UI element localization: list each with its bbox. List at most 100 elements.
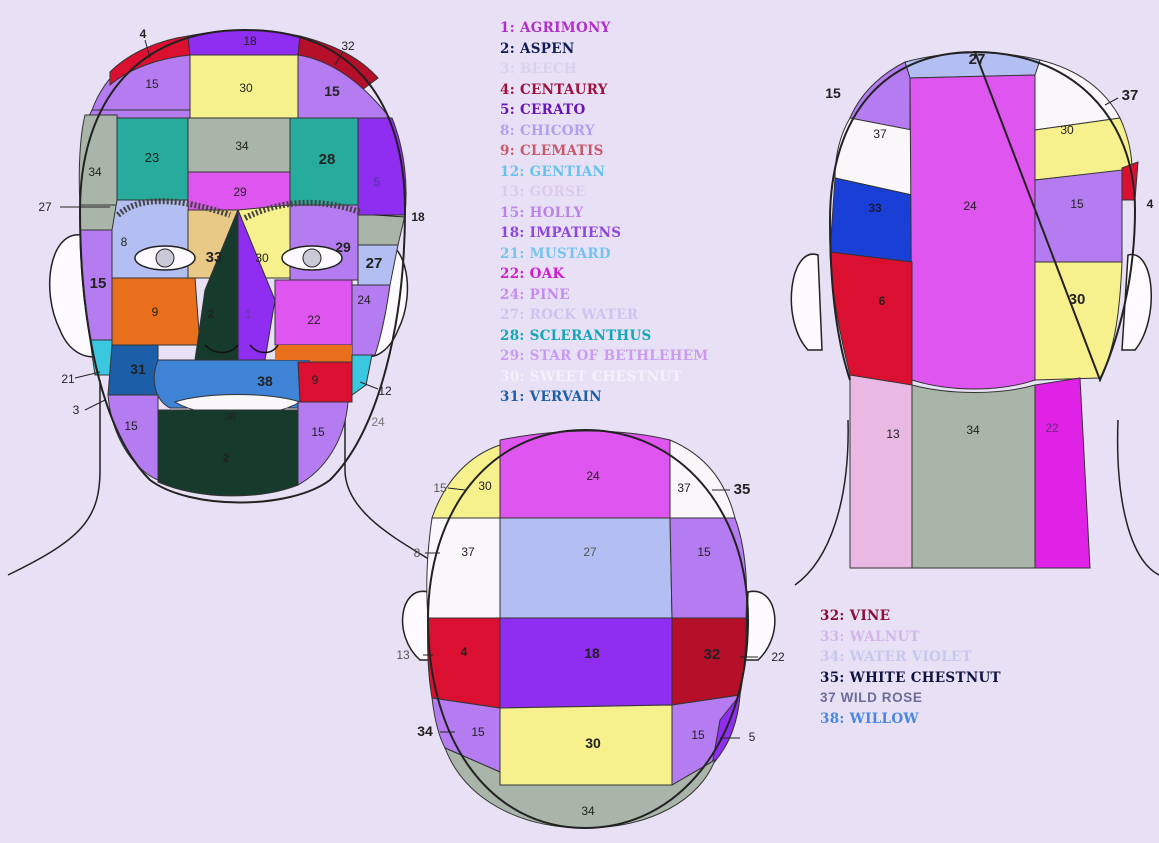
back-zone-label: 24 [963, 199, 977, 213]
front-zone-label: 15 [124, 419, 138, 433]
back-zone-label: 34 [966, 423, 980, 437]
front-zone-label: 15 [90, 275, 107, 292]
front-zone-label: 38 [224, 411, 236, 423]
front-zone-label: 31 [130, 361, 146, 377]
back-zone-label: 33 [868, 201, 882, 215]
flower-legend-bottom: 32: VINE33: WALNUT34: WATER VIOLET35: WH… [820, 606, 1001, 729]
front-zone-label: 27 [38, 200, 52, 214]
legend-item: 29: STAR OF BETHLEHEM [500, 346, 709, 367]
front-zone-label: 15 [311, 425, 325, 439]
back-zone-label: 30 [1060, 123, 1074, 137]
legend-item: 21: MUSTARD [500, 244, 709, 265]
top-zone-label: 15 [433, 481, 447, 495]
legend-item: 4: CENTAURY [500, 80, 709, 101]
front-zone-label: 18 [243, 34, 257, 48]
front-zone-label: 38 [257, 373, 273, 389]
legend-item: 37 WILD ROSE [820, 688, 1001, 709]
front-zone-label: 12 [378, 384, 392, 398]
back-head-diagram: 27 15 37 37 30 33 24 15 4 6 30 13 34 22 [791, 51, 1159, 585]
front-zone-label: 2 [208, 307, 215, 321]
front-zone-label: 3 [73, 403, 80, 417]
front-zone-label: 2 [223, 451, 230, 465]
top-zone-label: 15 [691, 728, 705, 742]
front-zone-label: 4 [140, 27, 147, 41]
top-zone-label: 34 [581, 804, 595, 818]
back-zone-label: 30 [1069, 291, 1086, 308]
front-zone-label: 24 [371, 415, 385, 429]
back-zone-label: 6 [879, 294, 886, 308]
back-zone-label: 22 [1045, 421, 1059, 435]
legend-item: 15: HOLLY [500, 203, 709, 224]
front-zone-label: 23 [145, 150, 159, 165]
front-zone-label: 29 [233, 185, 247, 199]
legend-item: 32: VINE [820, 606, 1001, 627]
front-face-diagram: 4 18 32 15 30 15 34 23 34 28 5 29 27 18 … [8, 27, 445, 575]
legend-item: 28: SCLERANTHUS [500, 326, 709, 347]
front-zone-label: 15 [324, 83, 340, 99]
top-zone-label: 37 [461, 545, 475, 559]
legend-item: 5: CERATO [500, 100, 709, 121]
front-zone-label: 32 [341, 39, 355, 53]
legend-item: 1: AGRIMONY [500, 18, 709, 39]
front-zone-label: 24 [357, 293, 371, 307]
back-zone-label: 15 [825, 85, 841, 101]
top-zone-label: 18 [584, 645, 600, 661]
front-zone-label: 33 [206, 249, 223, 266]
legend-item: 27: ROCK WATER [500, 305, 709, 326]
front-zone-label: 22 [307, 313, 321, 327]
top-head-diagram: 15 30 24 37 35 8 37 27 15 13 4 18 32 22 … [396, 430, 785, 828]
top-zone-label: 30 [585, 735, 601, 751]
top-zone-label: 8 [414, 546, 421, 560]
front-zone-label: 18 [411, 210, 425, 224]
back-zone-label: 13 [886, 427, 900, 441]
front-zone-label: 34 [88, 165, 102, 179]
top-zone-label: 32 [704, 646, 721, 663]
top-zone-label: 24 [586, 469, 600, 483]
back-zone-label: 27 [969, 51, 986, 68]
front-zone-label: 9 [152, 305, 159, 319]
top-zone-label: 15 [697, 545, 711, 559]
legend-item: 31: VERVAIN [500, 387, 709, 408]
top-zone-label: 37 [677, 481, 691, 495]
front-zone-label: 1 [245, 307, 252, 321]
legend-item: 18: IMPATIENS [500, 223, 709, 244]
top-zone-label: 15 [471, 725, 485, 739]
back-right-ear [1122, 255, 1151, 350]
legend-item: 8: CHICORY [500, 121, 709, 142]
top-zone-label: 34 [417, 723, 433, 739]
back-zone-label: 37 [873, 127, 887, 141]
legend-item: 3: BEECH [500, 59, 709, 80]
back-zone-label: 4 [1147, 197, 1154, 211]
front-zone-label: 30 [255, 251, 269, 265]
front-zone-label: 30 [239, 81, 253, 95]
front-zone-label: 5 [374, 175, 381, 189]
top-zone-label: 22 [771, 650, 785, 664]
legend-item: 2: ASPEN [500, 39, 709, 60]
legend-item: 22: OAK [500, 264, 709, 285]
back-zone-label: 15 [1070, 197, 1084, 211]
top-zone-label: 5 [749, 730, 756, 744]
legend-item: 34: WATER VIOLET [820, 647, 1001, 668]
legend-item: 9: CLEMATIS [500, 141, 709, 162]
top-zone-label: 35 [734, 481, 751, 498]
legend-item: 33: WALNUT [820, 627, 1001, 648]
legend-item: 24: PINE [500, 285, 709, 306]
front-zone-label: 27 [366, 255, 383, 272]
front-zone-label: 8 [121, 235, 128, 249]
front-zone-label: 15 [145, 77, 159, 91]
back-left-ear [791, 254, 822, 350]
top-zone-label: 27 [583, 545, 597, 559]
front-zone-label: 34 [235, 139, 249, 153]
legend-item: 12: GENTIAN [500, 162, 709, 183]
front-zone-label: 28 [319, 151, 336, 168]
back-zone-label: 37 [1122, 87, 1139, 104]
top-zone-label: 13 [396, 648, 410, 662]
legend-item: 35: WHITE CHESTNUT [820, 668, 1001, 689]
legend-item: 30: SWEET CHESTNUT [500, 367, 709, 388]
legend-item: 13: GORSE [500, 182, 709, 203]
legend-item: 38: WILLOW [820, 709, 1001, 730]
front-zone-label: 9 [312, 373, 319, 387]
front-zone-label: 21 [61, 372, 75, 386]
front-zone-label: 29 [335, 239, 351, 255]
